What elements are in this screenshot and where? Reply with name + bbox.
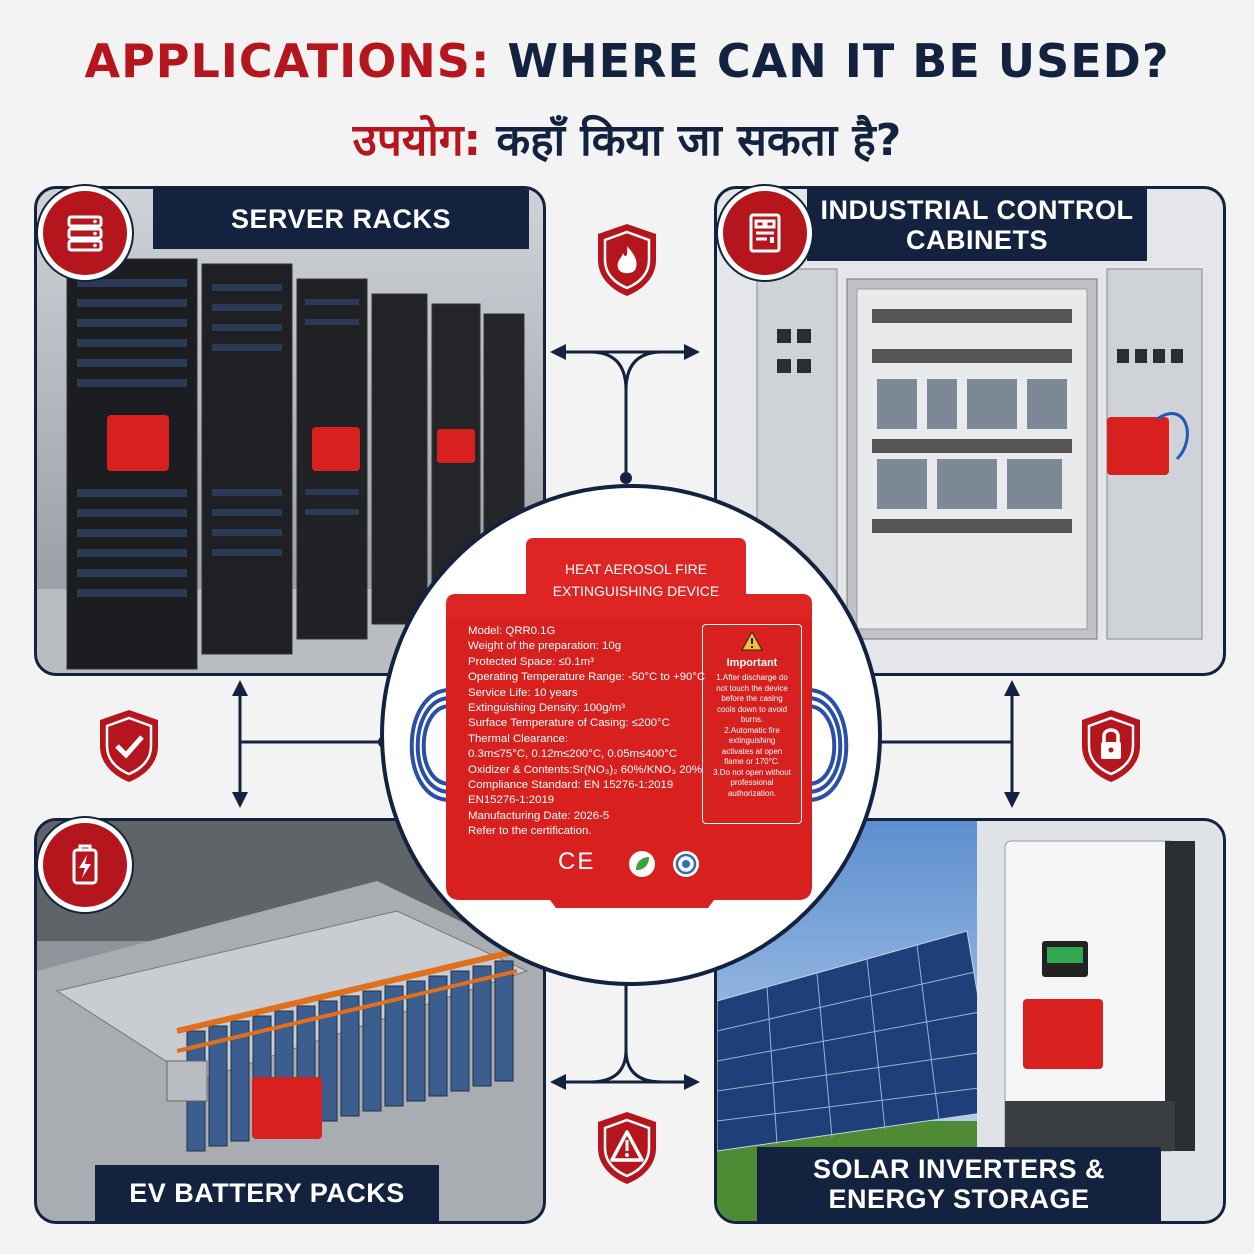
cabinet-icon [718,186,812,280]
spec-line: Operating Temperature Range: -50°C to +9… [468,671,706,684]
spec-line: Weight of the preparation: 10g [468,640,622,653]
industrial-label: INDUSTRIAL CONTROL CABINETS [807,189,1147,261]
industrial-cabinets-illustration [717,189,1223,673]
device-title-line2: EXTINGUISHING DEVICE [552,583,720,599]
spec-line: EN15276-1:2019 [468,794,555,807]
device-casing [446,538,812,908]
important-line: 2.Automatic fire [724,725,780,735]
spec-line: Service Life: 10 years [468,686,578,699]
page-subtitle: उपयोग: कहाँ किया जा सकता है? [0,108,1254,168]
spec-line: 0.3m≤75°C, 0.12m≤200°C, 0.05m≤400°C [468,748,678,761]
spec-line: Extinguishing Density: 100g/m³ [468,702,626,715]
spec-line: Model: QRR0.1G [468,625,556,637]
important-text: 1.After discharge do not touch the devic… [703,673,801,799]
spec-line: Protected Space: ≤0.1m³ [468,655,594,668]
ev-battery-illustration [37,821,543,1221]
important-line: 3.Do not open without [713,767,791,777]
important-title: Important [726,657,778,669]
device-title: HEAT AEROSOL FIRE EXTINGUISHING DEVICE [526,558,746,602]
panel-industrial-cabinets: INDUSTRIAL CONTROL CABINETS [714,186,1226,676]
warning-shield-icon [598,1112,656,1184]
spec-line: Manufacturing Date: 2026-5 [468,809,610,822]
important-line: authorization. [727,788,777,798]
server-icon [38,186,132,280]
important-line: not touch the device [716,683,788,693]
device-body: HEAT AEROSOL FIRE EXTINGUISHING DEVICE M… [446,538,812,908]
industrial-label-line1: INDUSTRIAL CONTROL [820,195,1134,225]
ev-battery-label: EV BATTERY PACKS [95,1165,439,1221]
page-title: APPLICATIONS: WHERE CAN IT BE USED? [0,34,1254,88]
device-title-line1: HEAT AEROSOL FIRE [564,561,708,577]
eco-cert-icon [629,851,655,877]
page-subtitle-red: उपयोग: [352,115,482,166]
important-line: extinguishing [728,736,776,745]
ev-battery-label-text: EV BATTERY PACKS [129,1178,405,1208]
important-box: Important 1.After discharge do not touch… [702,624,802,824]
important-line: cools down to avoid [716,704,788,714]
important-line: burns. [740,715,764,724]
important-line: 1.After discharge do [716,673,788,682]
ce-mark: CE [558,848,596,875]
solar-label-line1: SOLAR INVERTERS & [812,1154,1106,1184]
spec-line: Surface Temperature of Casing: ≤200°C [468,717,670,730]
check-shield-icon [100,710,158,782]
server-racks-label: SERVER RACKS [153,189,529,249]
spec-line: Refer to the certification. [468,825,592,838]
page-subtitle-dark: कहाँ किया जा सकता है? [496,115,902,166]
device-specs: Model: QRR0.1G Weight of the preparation… [468,624,705,840]
important-line: before the casing [721,694,783,703]
panel-ev-battery: EV BATTERY PACKS [34,818,546,1224]
important-line: flame or 170°C. [724,757,780,766]
industrial-label-line2: CABINETS [905,225,1048,255]
important-line: professional [730,778,774,787]
panel-solar: SOLAR INVERTERS & ENERGY STORAGE [714,818,1226,1224]
fire-shield-icon [598,224,656,296]
page-title-dark: WHERE CAN IT BE USED? [507,34,1170,88]
solar-label-line2: ENERGY STORAGE [828,1184,1090,1214]
solar-label: SOLAR INVERTERS & ENERGY STORAGE [757,1147,1161,1221]
important-line: activates at open [721,746,783,756]
page-title-red: APPLICATIONS: [84,34,491,88]
spec-line: Thermal Clearance: [468,732,569,745]
quality-cert-icon [673,851,699,877]
lock-shield-icon [1082,710,1140,782]
battery-icon [38,818,132,912]
spec-line: Compliance Standard: EN 15276-1:2019 [468,779,674,792]
server-racks-label-text: SERVER RACKS [230,204,452,234]
spec-line: Oxidizer & Contents:Sr(NO₃)₂ 60%/KNO₃ 20… [468,763,702,776]
warning-triangle-icon [741,630,763,651]
